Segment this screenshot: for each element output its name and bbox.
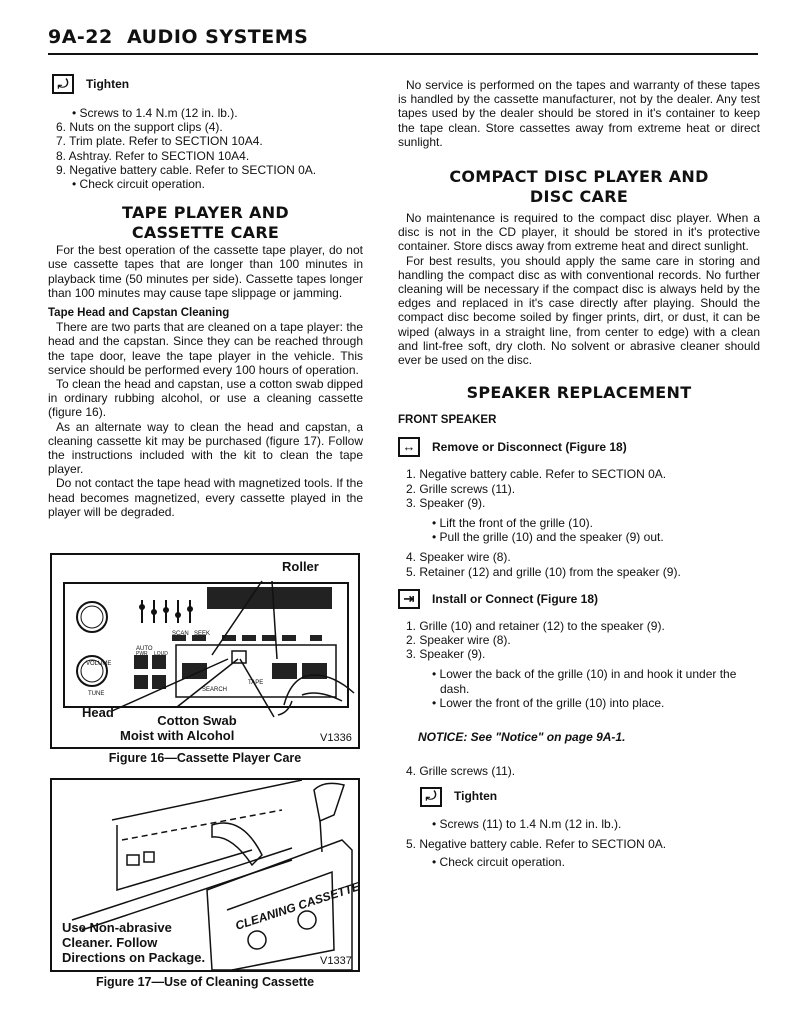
list-item: 1. Grille (10) and retainer (12) to the … <box>406 618 665 633</box>
list-item: 5. Retainer (12) and grille (10) from th… <box>406 564 681 579</box>
paragraph: For best results, you should apply the s… <box>398 253 760 368</box>
swab-label-line2: Moist with Alcohol <box>120 728 235 743</box>
right-column: No service is performed on the tapes and… <box>398 78 760 869</box>
tune-label: TUNE <box>88 691 105 697</box>
left-column: ⤾ Tighten • Screws to 1.4 N.m (12 in. lb… <box>48 74 363 519</box>
list-bullet: • Screws to 1.4 N.m (12 in. lb.). <box>72 106 238 120</box>
list-bullet: • Lower the front of the grille (10) int… <box>432 695 665 710</box>
list-item: 4. Grille screws (11). <box>406 764 516 779</box>
loud-label: LOUD <box>154 651 168 657</box>
list-item: 5. Negative battery cable. Refer to SECT… <box>406 836 667 851</box>
list-item: 4. Speaker wire (8). <box>406 550 511 565</box>
section-heading: SPEAKER REPLACEMENT <box>466 383 692 403</box>
figure-code: V1337 <box>320 955 352 967</box>
install-label: Install or Connect (Figure 18) <box>432 591 599 606</box>
section-heading: COMPACT DISC PLAYER AND <box>449 167 709 187</box>
list-item: 7. Trim plate. Refer to SECTION 10A4. <box>56 134 263 149</box>
install-icon: ⇥ <box>398 588 420 609</box>
figure-16: Roller Head Cotton Swab Moist with Alcoh… <box>50 553 360 749</box>
list-item: 6. Nuts on the support clips (4). <box>56 120 223 135</box>
figure-17: CLEANING CASSETTE Use Non-abrasive Clean… <box>50 778 360 972</box>
notice: NOTICE: See "Notice" on page 9A-1. <box>418 730 626 745</box>
figure-code: V1336 <box>320 732 352 744</box>
seek-label: SEEK <box>194 631 211 637</box>
page-number: 9A-22 <box>48 26 113 48</box>
search-label: SEARCH <box>202 687 228 693</box>
tighten-icon: ⤾ <box>52 74 74 94</box>
paragraph: For the best operation of the cassette t… <box>48 243 363 300</box>
figure-17-caption: Figure 17—Use of Cleaning Cassette <box>95 975 315 989</box>
tape-label: TAPE <box>248 680 264 686</box>
swab-label-line1: Cotton Swab <box>157 713 237 728</box>
cassette-player-illustration <box>63 580 355 718</box>
volume-label: VOLUME <box>86 661 112 667</box>
list-bullet: • Lower the back of the grille (10) in a… <box>432 667 737 696</box>
tighten-icon: ⤾ <box>420 786 442 807</box>
list-item: 3. Speaker (9). <box>406 495 486 510</box>
paragraph: Do not contact the tape head with magnet… <box>48 476 363 519</box>
page-header: 9A-22 AUDIO SYSTEMS <box>48 28 308 47</box>
tighten-label: Tighten <box>454 789 498 804</box>
list-bullet: • Pull the grille (10) and the speaker (… <box>432 530 664 545</box>
section-heading: TAPE PLAYER AND <box>121 203 289 223</box>
remove-step: ↔ Remove or Disconnect (Figure 18) <box>398 437 760 458</box>
header-rule <box>48 53 758 55</box>
list-item: 8. Ashtray. Refer to SECTION 10A4. <box>56 148 250 163</box>
tighten-label: Tighten <box>86 76 130 91</box>
tighten-step: ⤾ Tighten <box>420 786 760 807</box>
paragraph: No maintenance is required to the compac… <box>398 211 760 254</box>
list-bullet: • Check circuit operation. <box>432 854 565 869</box>
paragraph: To clean the head and capstan, use a cot… <box>48 377 363 420</box>
cassette-label-text: CLEANING CASSETTE <box>234 879 358 933</box>
paragraph: No service is performed on the tapes and… <box>398 78 760 149</box>
list-bullet: • Screws (11) to 1.4 N.m (12 in. lb.). <box>432 816 622 831</box>
figure-16-caption: Figure 16—Cassette Player Care <box>108 751 302 765</box>
subheading: Tape Head and Capstan Cleaning <box>48 307 230 320</box>
roller-label: Roller <box>282 559 319 574</box>
scan-label: SCAN <box>172 631 189 637</box>
list-item: 9. Negative battery cable. Refer to SECT… <box>56 162 317 177</box>
paragraph: There are two parts that are cleaned on … <box>48 320 363 377</box>
list-item: 1. Negative battery cable. Refer to SECT… <box>406 467 667 482</box>
auto-label: AUTO <box>136 646 153 652</box>
install-step: ⇥ Install or Connect (Figure 18) <box>398 588 760 609</box>
note-line: Cleaner. Follow <box>62 935 158 950</box>
list-item: 3. Speaker (9). <box>406 647 486 662</box>
note-line: Use Non-abrasive <box>62 920 172 935</box>
list-item: 2. Grille screws (11). <box>406 481 516 496</box>
section-title: AUDIO SYSTEMS <box>127 26 309 48</box>
list-bullet: • Check circuit operation. <box>72 177 205 192</box>
section-heading: DISC CARE <box>529 187 629 207</box>
cleaning-cassette-illustration: CLEANING CASSETTE <box>71 780 358 970</box>
swab-label: Cotton Swab <box>142 713 252 729</box>
list-item: 2. Speaker wire (8). <box>406 633 511 648</box>
section-heading: CASSETTE CARE <box>131 223 280 243</box>
note-line: Directions on Package. <box>62 950 206 965</box>
remove-icon: ↔ <box>398 437 420 458</box>
remove-label: Remove or Disconnect (Figure 18) <box>432 440 627 455</box>
pwr-label: PWR <box>136 651 148 657</box>
subheading: FRONT SPEAKER <box>398 414 497 427</box>
head-label: Head <box>82 705 114 720</box>
tighten-step: ⤾ Tighten <box>52 74 363 94</box>
paragraph: As an alternate way to clean the head an… <box>48 419 363 477</box>
list-bullet: • Lift the front of the grille (10). <box>432 516 593 531</box>
